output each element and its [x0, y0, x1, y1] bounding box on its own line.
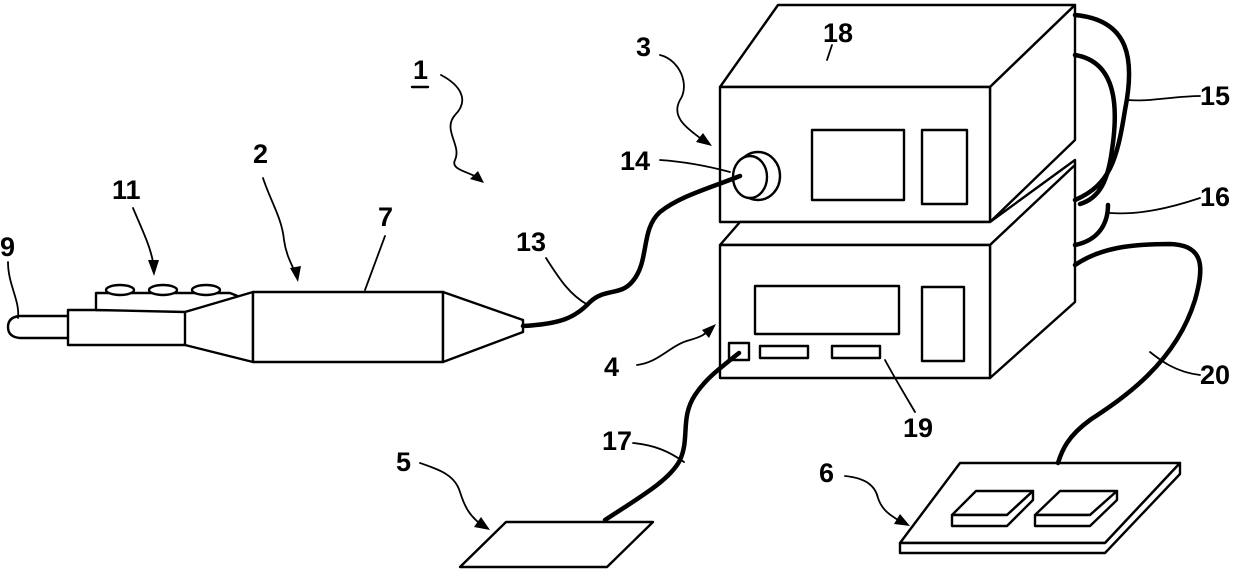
upper-display-small: [922, 130, 967, 204]
upper-display-large: [812, 130, 904, 200]
arrow-5: [420, 463, 478, 522]
arrow-4: [637, 330, 708, 365]
cable-15: [1075, 15, 1129, 200]
label-1: 1: [413, 55, 428, 85]
arrow-6: [845, 476, 898, 520]
label-4: 4: [604, 352, 619, 382]
handpiece-rear-taper: [443, 292, 523, 362]
label-6: 6: [819, 458, 834, 488]
leader-16: [1110, 198, 1200, 213]
button-3: [192, 285, 220, 295]
lower-slot-1: [760, 346, 808, 358]
arrow-2: [263, 178, 295, 272]
arrow-2-head: [290, 266, 301, 282]
label-18: 18: [823, 18, 853, 48]
label-7: 7: [378, 202, 393, 232]
arrow-6-head: [894, 514, 910, 526]
cable-15-inner: [1075, 55, 1115, 204]
label-19: 19: [903, 413, 933, 443]
arrow-11-head: [148, 260, 159, 276]
label-2: 2: [253, 139, 268, 169]
arrow-11: [133, 208, 153, 262]
label-15: 15: [1200, 81, 1230, 111]
label-20: 20: [1200, 360, 1230, 390]
label-16: 16: [1200, 182, 1230, 212]
leader-15: [1127, 96, 1200, 100]
arrow-3: [660, 55, 700, 138]
label-5: 5: [396, 447, 411, 477]
handpiece: [8, 285, 523, 362]
handpiece-tip: [8, 316, 70, 338]
label-3: 3: [636, 32, 651, 62]
foot-switch-base-top: [900, 463, 1180, 543]
arrow-1: [441, 75, 478, 178]
button-1: [106, 285, 134, 295]
arrow-5-head: [474, 517, 490, 530]
cable-13: [523, 176, 740, 326]
lower-slot-2: [832, 346, 880, 358]
foot-switch: [900, 463, 1180, 553]
label-11: 11: [112, 175, 141, 205]
arrow-4-head: [702, 324, 716, 338]
arrow-3-head: [696, 133, 712, 146]
leader-17: [633, 443, 684, 462]
button-2: [149, 285, 177, 295]
lower-display-large: [755, 286, 899, 334]
arrow-1-head: [470, 171, 484, 183]
cable-16: [1075, 205, 1108, 245]
handpiece-body: [253, 292, 443, 362]
lower-display-small: [922, 287, 964, 361]
label-9: 9: [0, 232, 15, 262]
leader-7: [365, 236, 385, 290]
cable-20: [1058, 244, 1200, 463]
upper-unit: [720, 5, 1075, 222]
handpiece-front-grip: [68, 310, 188, 345]
leader-9: [8, 262, 18, 318]
label-17: 17: [602, 426, 632, 456]
leader-13: [546, 258, 588, 305]
label-14: 14: [620, 146, 650, 176]
label-13: 13: [516, 227, 546, 257]
